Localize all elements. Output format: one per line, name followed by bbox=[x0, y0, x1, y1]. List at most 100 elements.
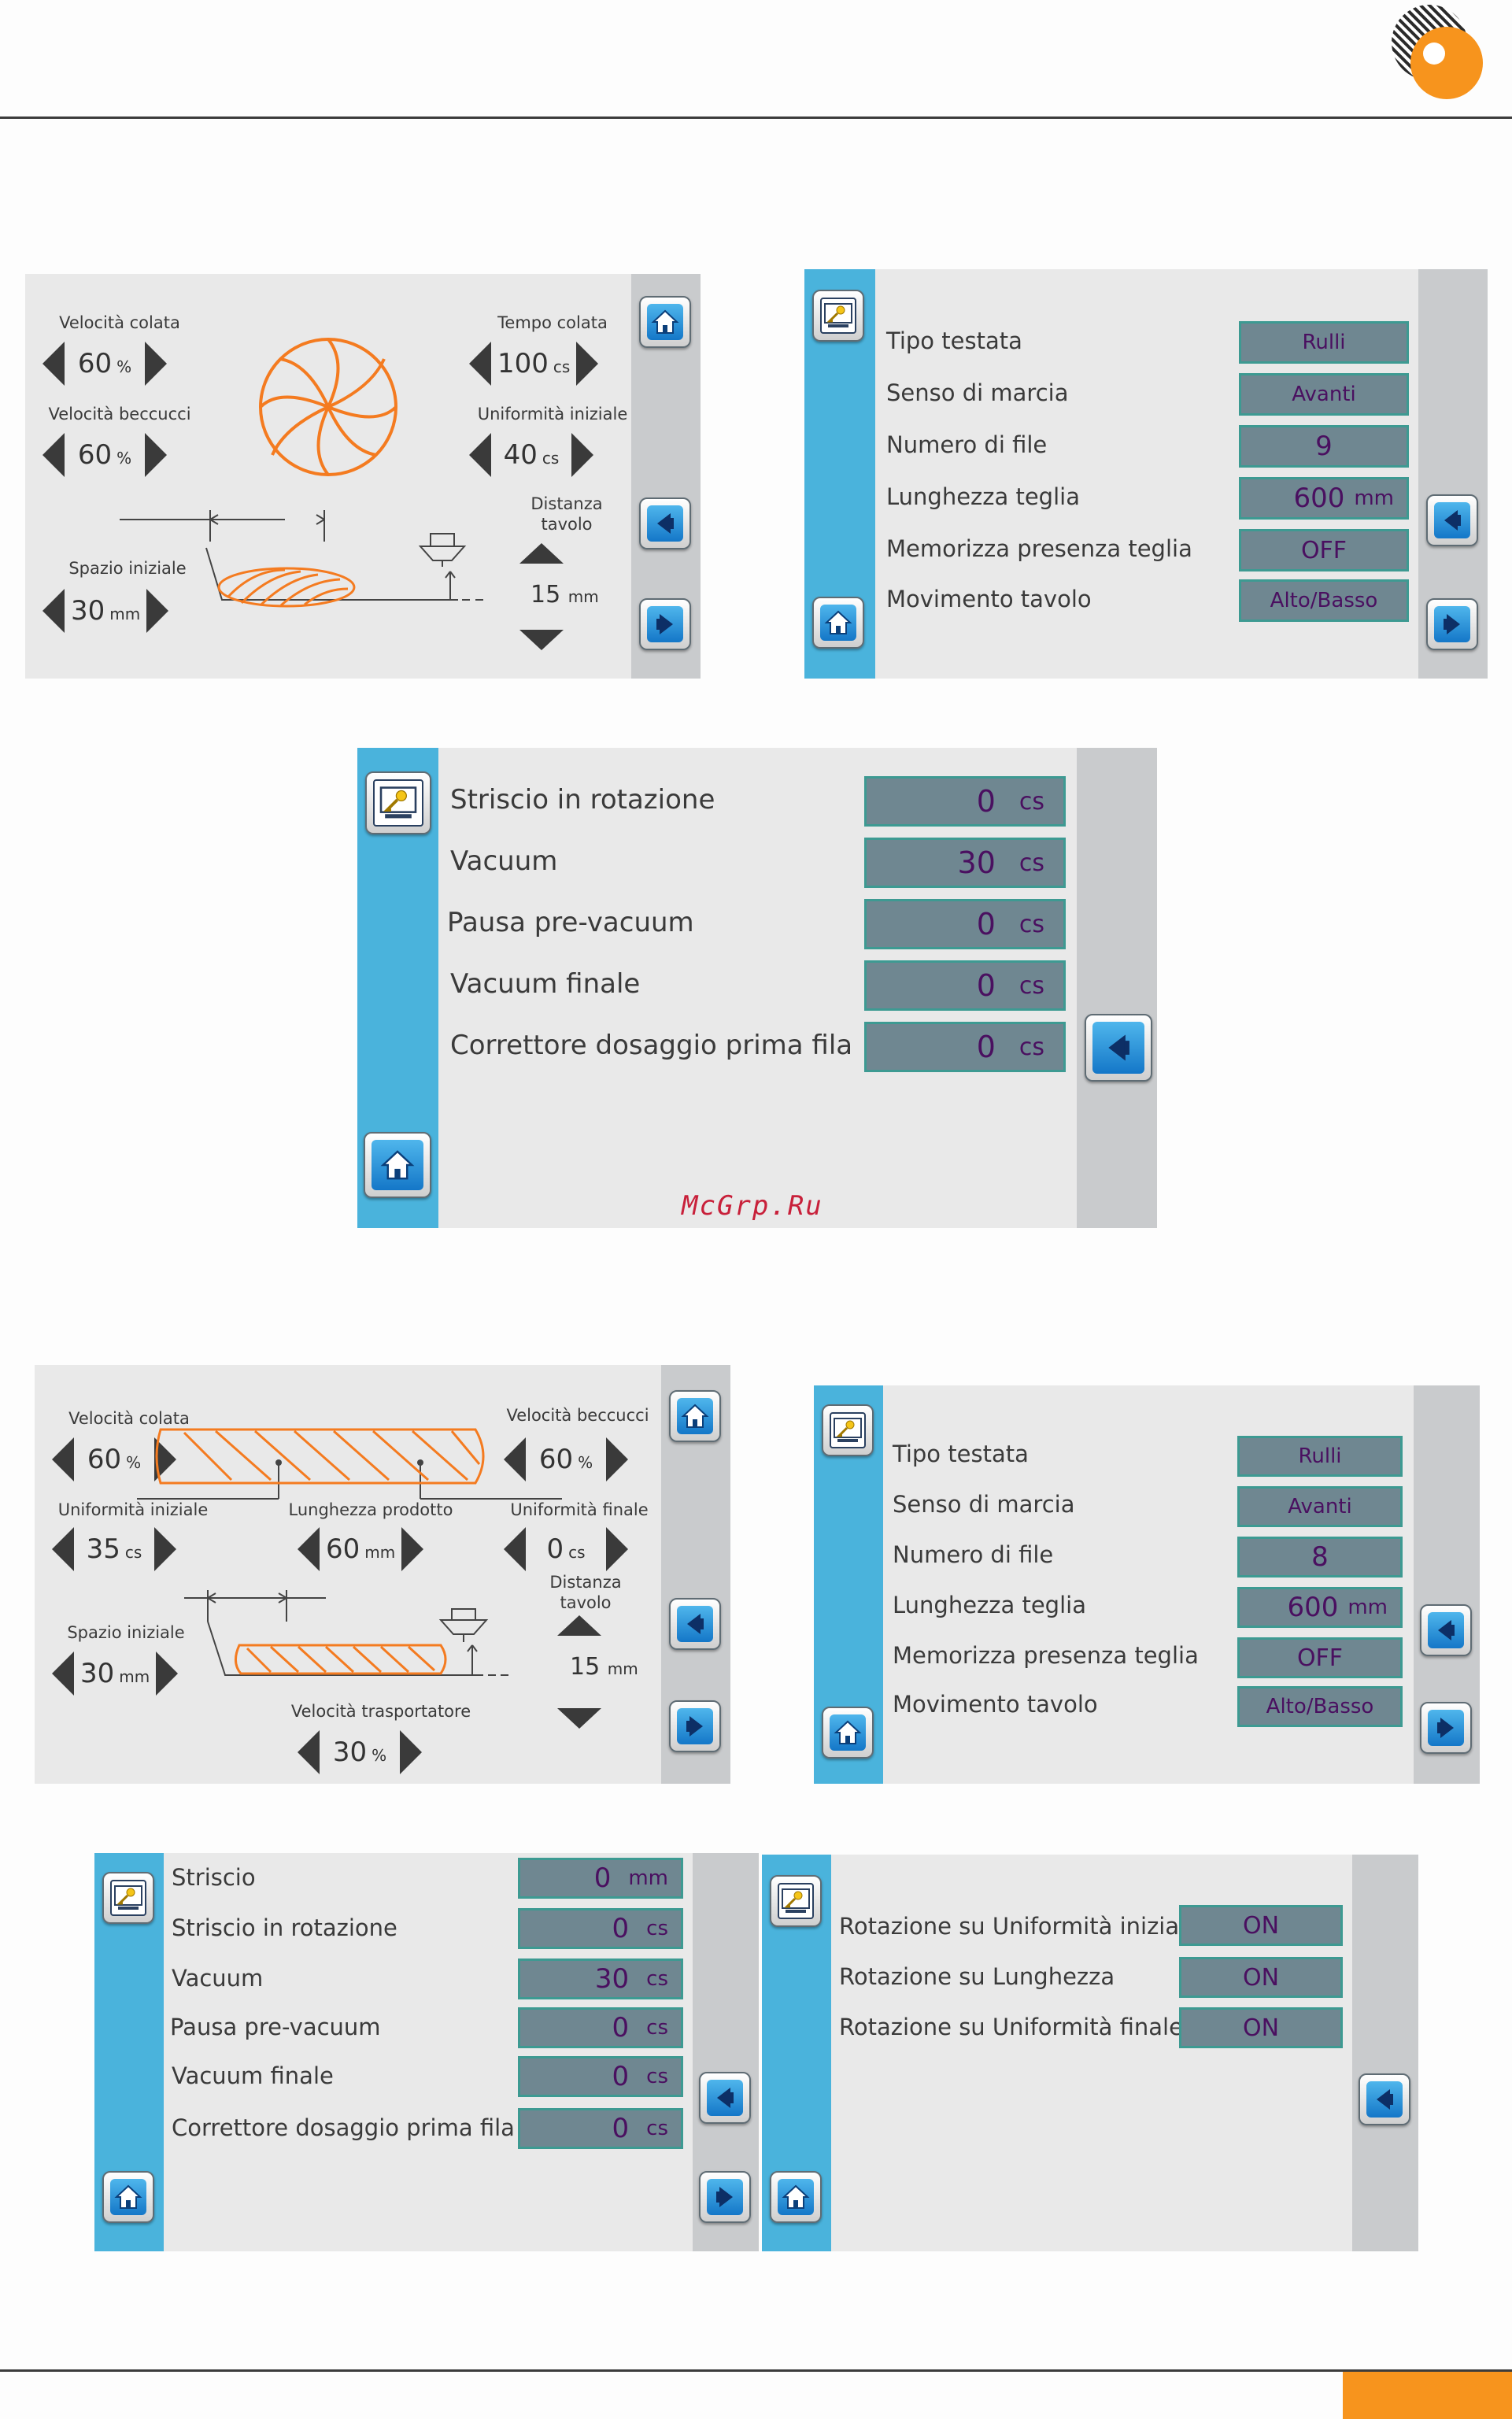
row-label-memorizza-presenza-teglia: Memorizza presenza teglia bbox=[886, 535, 1192, 562]
decrease-arrow-icon[interactable] bbox=[52, 1652, 74, 1696]
row-label-rotazione-uniformita-iniziale: Rotazione su Uniformità iniziale bbox=[839, 1913, 1200, 1940]
settings-access-button[interactable] bbox=[102, 1872, 154, 1924]
decrease-arrow-icon[interactable] bbox=[52, 1437, 74, 1481]
decrease-arrow-icon[interactable] bbox=[43, 433, 65, 477]
home-button[interactable] bbox=[102, 2171, 154, 2223]
decrease-arrow-icon[interactable] bbox=[469, 433, 491, 477]
distanza-tavolo-unit: mm bbox=[567, 587, 599, 606]
increase-arrow-icon[interactable] bbox=[401, 1527, 424, 1571]
previous-page-button[interactable] bbox=[1420, 1604, 1472, 1656]
row-label-vacuum: Vacuum bbox=[450, 845, 558, 877]
previous-page-button[interactable] bbox=[639, 497, 691, 549]
value: 30 bbox=[332, 1737, 368, 1768]
increase-arrow-icon[interactable] bbox=[145, 342, 167, 386]
previous-page-button[interactable] bbox=[1359, 2073, 1410, 2125]
unit: % bbox=[372, 1746, 387, 1765]
value: 0 bbox=[612, 2061, 630, 2092]
down-arrow-icon[interactable] bbox=[557, 1708, 601, 1729]
value: 0 bbox=[612, 2012, 630, 2044]
increase-arrow-icon[interactable] bbox=[400, 1730, 422, 1774]
down-arrow-icon[interactable] bbox=[519, 630, 564, 650]
up-arrow-icon[interactable] bbox=[519, 543, 564, 564]
field-rotazione-uniformita-iniziale[interactable]: ON bbox=[1179, 1905, 1343, 1946]
decrease-arrow-icon[interactable] bbox=[298, 1730, 320, 1774]
distanza-tavolo-label1: Distanza bbox=[530, 494, 603, 513]
field-memorizza-presenza-teglia[interactable]: OFF bbox=[1239, 529, 1409, 571]
increase-arrow-icon[interactable] bbox=[606, 1527, 628, 1571]
row-label-pausa-pre-vacuum: Pausa pre-vacuum bbox=[170, 2014, 381, 2040]
decrease-arrow-icon[interactable] bbox=[469, 342, 491, 386]
product-on-tray-diagram bbox=[120, 510, 483, 608]
settings-access-button[interactable] bbox=[812, 290, 864, 342]
increase-arrow-icon[interactable] bbox=[146, 589, 169, 633]
increase-arrow-icon[interactable] bbox=[606, 1437, 628, 1481]
field-senso-di-marcia[interactable]: Avanti bbox=[1239, 373, 1409, 416]
decrease-arrow-icon[interactable] bbox=[52, 1527, 74, 1571]
previous-page-button[interactable] bbox=[669, 1598, 721, 1650]
previous-page-button[interactable] bbox=[1426, 494, 1478, 546]
home-button[interactable] bbox=[812, 597, 864, 649]
field-tipo-testata[interactable]: Rulli bbox=[1237, 1436, 1403, 1477]
row-label-vacuum: Vacuum bbox=[172, 1965, 264, 1992]
previous-page-button[interactable] bbox=[1085, 1014, 1152, 1082]
row-label-tipo-testata: Tipo testata bbox=[886, 327, 1022, 354]
home-button[interactable] bbox=[364, 1132, 431, 1198]
unit: % bbox=[578, 1453, 593, 1472]
decrease-arrow-icon[interactable] bbox=[504, 1527, 526, 1571]
previous-page-button[interactable] bbox=[699, 2072, 751, 2124]
home-button[interactable] bbox=[770, 2171, 822, 2223]
decrease-arrow-icon[interactable] bbox=[43, 342, 65, 386]
field-movimento-tavolo[interactable]: Alto/Basso bbox=[1239, 579, 1409, 622]
velocita-trasportatore-label: Velocità trasportatore bbox=[290, 1702, 471, 1721]
settings-access-button[interactable] bbox=[770, 1875, 822, 1927]
spazio-iniziale-label: Spazio iniziale bbox=[67, 1623, 185, 1642]
decrease-arrow-icon[interactable] bbox=[43, 589, 65, 633]
decrease-arrow-icon[interactable] bbox=[504, 1437, 526, 1481]
next-page-button[interactable] bbox=[1420, 1702, 1472, 1754]
field-movimento-tavolo[interactable]: Alto/Basso bbox=[1237, 1686, 1403, 1727]
field-memorizza-presenza-teglia[interactable]: OFF bbox=[1237, 1637, 1403, 1678]
home-button[interactable] bbox=[669, 1390, 721, 1442]
unit: cs bbox=[646, 1967, 668, 1991]
next-page-button[interactable] bbox=[699, 2171, 751, 2223]
settings-access-button[interactable] bbox=[365, 771, 431, 834]
home-button[interactable] bbox=[639, 296, 691, 348]
increase-arrow-icon[interactable] bbox=[576, 342, 599, 386]
next-page-button[interactable] bbox=[639, 598, 691, 650]
velocita-beccucci-label: Velocità beccucci bbox=[506, 1406, 649, 1425]
field-numero-di-file[interactable]: 9 bbox=[1239, 425, 1409, 468]
up-arrow-icon[interactable] bbox=[557, 1615, 601, 1636]
field-rotazione-lunghezza[interactable]: ON bbox=[1179, 1957, 1343, 1998]
footer-rule bbox=[0, 2369, 1512, 2372]
increase-arrow-icon[interactable] bbox=[154, 1527, 176, 1571]
decrease-arrow-icon[interactable] bbox=[298, 1527, 320, 1571]
settings-access-button[interactable] bbox=[822, 1404, 874, 1456]
distanza-tavolo-label1: Distanza bbox=[549, 1573, 622, 1592]
increase-arrow-icon[interactable] bbox=[156, 1652, 179, 1696]
field-tipo-testata[interactable]: Rulli bbox=[1239, 321, 1409, 364]
field-rotazione-uniformita-finale[interactable]: ON bbox=[1179, 2007, 1343, 2048]
home-button[interactable] bbox=[822, 1707, 874, 1759]
row-label-movimento-tavolo: Movimento tavolo bbox=[893, 1691, 1098, 1718]
field-numero-di-file[interactable]: 8 bbox=[1237, 1537, 1403, 1578]
next-page-button[interactable] bbox=[669, 1700, 721, 1752]
increase-arrow-icon[interactable] bbox=[571, 433, 593, 477]
increase-arrow-icon[interactable] bbox=[145, 433, 167, 477]
field-senso-di-marcia[interactable]: Avanti bbox=[1237, 1486, 1403, 1527]
next-page-button[interactable] bbox=[1426, 598, 1478, 650]
